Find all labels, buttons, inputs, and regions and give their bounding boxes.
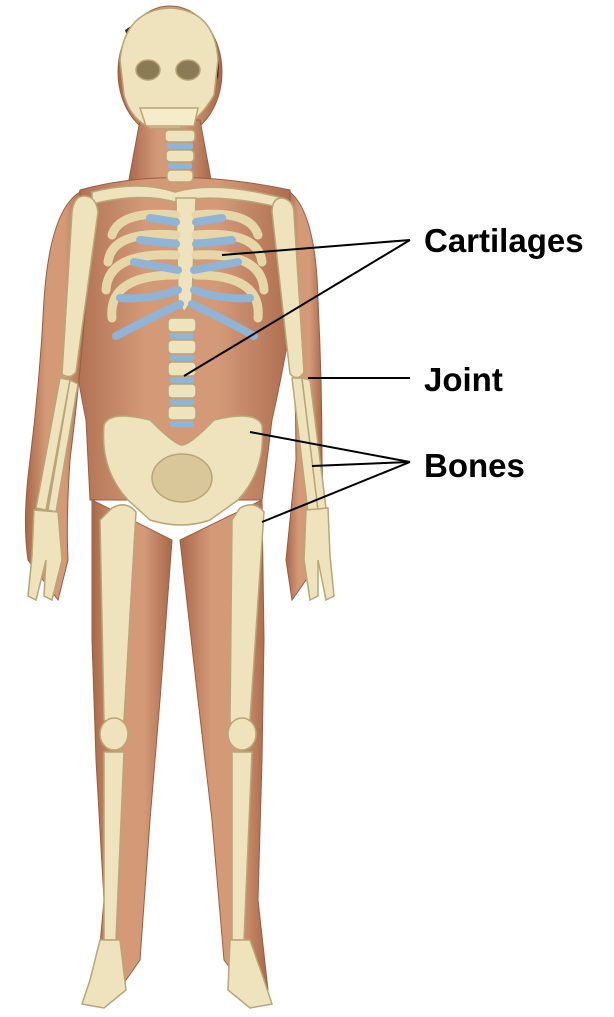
joint-label: Joint bbox=[424, 363, 503, 396]
bones-label: Bones bbox=[424, 449, 525, 482]
bones-leader-1 bbox=[250, 432, 410, 462]
cartilages-label: Cartilages bbox=[424, 224, 584, 257]
bones-leader-2 bbox=[312, 462, 410, 466]
skeleton bbox=[28, 8, 334, 1008]
bones-leader-3 bbox=[262, 462, 410, 522]
right-patella bbox=[228, 718, 256, 750]
right-hand bbox=[304, 508, 334, 600]
left-patella bbox=[100, 718, 128, 750]
left-foot bbox=[82, 940, 126, 1008]
